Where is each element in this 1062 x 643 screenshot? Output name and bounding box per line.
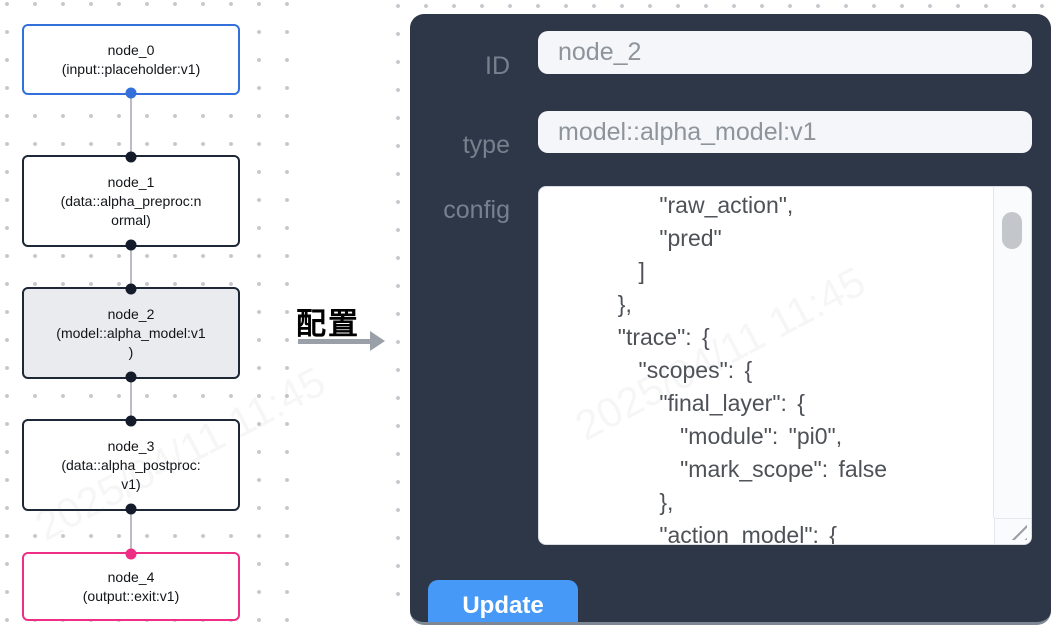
node-handle-bottom[interactable] (125, 239, 137, 251)
node-label-line: node_2 (107, 305, 155, 322)
node-handle-top[interactable] (125, 283, 137, 295)
config-textarea[interactable]: "raw_action", "pred" ] }, "trace": { "sc… (538, 186, 1032, 545)
resize-handle-icon[interactable] (1011, 524, 1027, 540)
right-arrow-icon (298, 339, 370, 344)
node-label-line: node_3 (107, 437, 155, 454)
type-input[interactable] (538, 111, 1032, 153)
node-handle-bottom[interactable] (125, 87, 137, 99)
node-label-line: node_1 (107, 173, 155, 190)
right-arrow-head-icon (370, 331, 385, 351)
config-label: config (443, 196, 510, 224)
node-label-line: node_0 (107, 41, 155, 58)
node-handle-bottom[interactable] (125, 371, 137, 383)
node-label-line: (input::placeholder:v1) (61, 60, 201, 77)
flow-node-node_0[interactable]: node_0(input::placeholder:v1) (22, 24, 240, 99)
node-config-panel: ID type config "raw_action", "pred" ] },… (410, 14, 1051, 625)
node-label-line: (output::exit:v1) (82, 587, 180, 604)
node-handle-top[interactable] (125, 151, 137, 163)
scrollbar-corner (994, 518, 1031, 544)
flow-node-node_4[interactable]: node_4(output::exit:v1) (22, 548, 240, 621)
flow-node-node_3[interactable]: node_3(data::alpha_postproc:v1) (22, 415, 240, 515)
node-label-line: ) (128, 343, 134, 360)
flow-node-node_2[interactable]: node_2(model::alpha_model:v1) (22, 283, 240, 383)
config-annotation-label: 配置 (296, 308, 360, 341)
node-handle-top[interactable] (125, 415, 137, 427)
node-handle-bottom[interactable] (125, 503, 137, 515)
update-button[interactable]: Update (428, 580, 578, 622)
config-json-text[interactable]: "raw_action", "pred" ] }, "trace": { "sc… (617, 192, 888, 544)
type-label: type (462, 131, 510, 159)
scrollbar-track[interactable] (993, 187, 1031, 518)
node-handle-top[interactable] (125, 548, 137, 560)
node-label-line: (data::alpha_preproc:n (60, 192, 202, 209)
node-label-line: (model::alpha_model:v1 (56, 324, 206, 341)
id-label: ID (485, 52, 510, 80)
id-input[interactable] (538, 31, 1032, 74)
node-label-line: (data::alpha_postproc: (61, 456, 201, 473)
scrollbar-thumb[interactable] (1002, 212, 1022, 249)
node-label-line: node_4 (107, 568, 155, 585)
node-label-line: ormal) (111, 211, 151, 228)
node-label-line: v1) (121, 475, 141, 492)
